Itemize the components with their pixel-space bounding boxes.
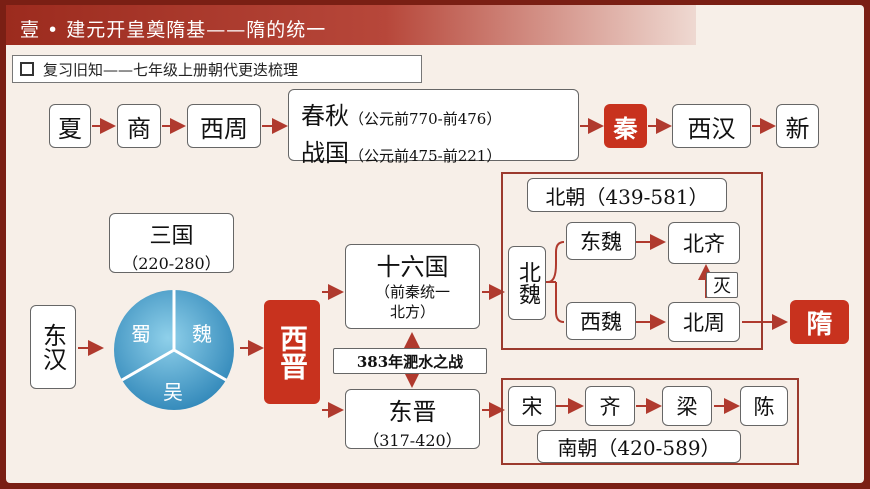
pie-label-wu: 吴 [163, 380, 183, 404]
box-sui: 隋 [790, 300, 849, 344]
label-sanguo: 三国 [149, 224, 194, 249]
label-sui: 隋 [806, 309, 833, 340]
label-liang: 梁 [676, 395, 698, 419]
label-shang: 商 [127, 114, 151, 143]
label-zhanguo: 战国 [301, 139, 349, 167]
label-beizhou: 北周 [683, 311, 725, 335]
label-qi: 齐 [599, 395, 621, 419]
box-xihan: 西汉 [672, 104, 751, 148]
slide-title: 壹 • 建元开皇奠隋基——隋的统一 [20, 19, 327, 41]
box-beiwei: 北魏 [508, 246, 546, 320]
pie-label-wei: 魏 [192, 322, 212, 346]
box-dongwei: 东魏 [566, 222, 636, 260]
label-beiqi: 北齐 [683, 232, 725, 256]
box-xin: 新 [776, 104, 819, 148]
label-xiwei: 西魏 [580, 310, 622, 334]
label-north-title: 北朝（439-581） [545, 184, 709, 209]
label-xia: 夏 [58, 114, 82, 143]
subtitle-text: 复习旧知——七年级上册朝代更迭梳理 [43, 61, 299, 79]
box-sanguo: 三国 （220-280） [109, 213, 234, 273]
subtitle-box: 复习旧知——七年级上册朝代更迭梳理 [12, 55, 422, 83]
pie-divider-right [173, 348, 227, 382]
label-xin: 新 [785, 114, 810, 143]
label-xizhou: 西周 [200, 114, 248, 143]
date-dongjin: （317-420） [363, 431, 462, 450]
pie-divider-left [121, 348, 175, 382]
box-sixteen: 十六国 （前秦统一北方） [345, 244, 480, 329]
label-chen: 陈 [753, 395, 775, 419]
box-beizhou: 北周 [668, 302, 740, 342]
box-song: 宋 [508, 386, 556, 426]
pie-label-shu: 蜀 [131, 322, 151, 346]
date-sanguo: （220-280） [122, 254, 221, 273]
box-qin: 秦 [604, 104, 647, 148]
label-sixteen: 十六国 [376, 253, 449, 281]
box-shang: 商 [117, 104, 161, 148]
label-xihan: 西汉 [687, 114, 736, 143]
box-chunqiu-zhanguo: 春秋（公元前770-前476） 战国（公元前475-前221） [288, 89, 579, 167]
north-bracket [547, 241, 565, 323]
label-xijin: 西晋 [276, 324, 309, 380]
date-chunqiu: （公元前770-前476） [349, 110, 502, 128]
label-south-title: 南朝（420-589） [557, 436, 721, 460]
box-xiwei: 西魏 [566, 302, 636, 340]
box-liang: 梁 [662, 386, 712, 426]
box-xijin: 西晋 [264, 300, 320, 404]
box-qi: 齐 [585, 386, 635, 426]
panel-north [501, 172, 763, 350]
box-north-title: 北朝（439-581） [527, 178, 727, 212]
label-battle: 383年淝水之战 [356, 352, 464, 371]
box-xia: 夏 [49, 104, 91, 148]
label-song: 宋 [521, 395, 543, 419]
label-qin: 秦 [613, 113, 638, 143]
label-chunqiu: 春秋 [301, 102, 349, 130]
box-beiqi: 北齐 [668, 222, 740, 264]
box-donghan: 东汉 [30, 305, 76, 389]
box-chen: 陈 [740, 386, 788, 426]
box-mie: 灭 [706, 272, 738, 298]
box-battle: 383年淝水之战 [333, 348, 487, 374]
label-dongwei: 东魏 [580, 230, 622, 254]
label-beiwei: 北魏 [515, 261, 540, 305]
box-dongjin: 东晋 （317-420） [345, 389, 480, 450]
square-bullet-icon [20, 62, 34, 76]
box-xizhou: 西周 [187, 104, 261, 148]
box-south-title: 南朝（420-589） [537, 430, 741, 463]
three-kingdoms-pie [114, 290, 234, 410]
panel-south [501, 378, 799, 465]
label-donghan: 东汉 [38, 323, 67, 371]
label-dongjin: 东晋 [388, 398, 437, 426]
title-bar: 壹 • 建元开皇奠隋基——隋的统一 [6, 5, 696, 45]
date-zhanguo: （公元前475-前221） [349, 147, 502, 165]
label-mie: 灭 [713, 276, 731, 297]
note-sixteen: （前秦统一北方） [374, 283, 450, 321]
